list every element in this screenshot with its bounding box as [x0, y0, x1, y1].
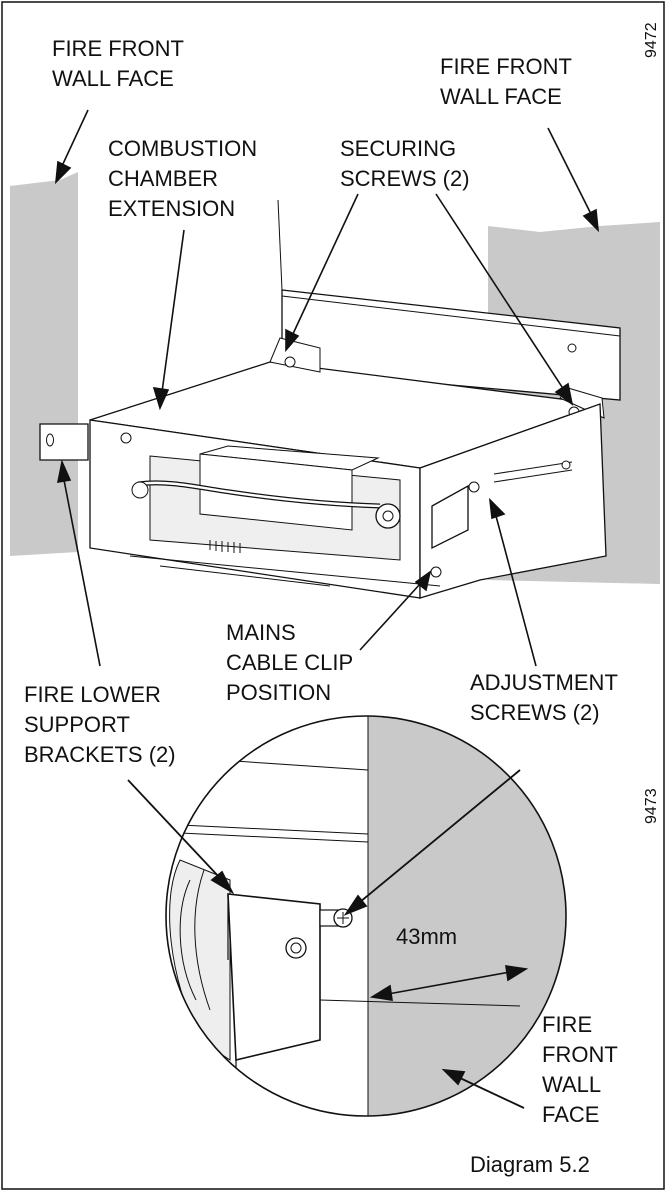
burner-tray-front [199, 453, 353, 531]
label-mains-cable-clip-position: MAINS CABLE CLIP POSITION [226, 620, 359, 705]
adjustment-slot-lower [493, 469, 573, 483]
left-support-bracket [39, 423, 89, 461]
detail-support-bracket [227, 893, 321, 1062]
leader-detail-bracket [127, 779, 221, 879]
arrow-left-wall [54, 160, 72, 185]
gas-pipe-inner [137, 481, 381, 508]
arrow-cable-clip [414, 570, 432, 592]
arrow-chamber [152, 387, 170, 411]
chamber-rear-edge [277, 199, 283, 291]
left-securing-screw-icon [284, 356, 296, 368]
label-dimension: 43mm [396, 924, 457, 949]
label-adjustment-screws: ADJUSTMENT SCREWS (2) [470, 670, 624, 725]
front-screw-icon [120, 432, 132, 444]
back-screw-icon [567, 343, 577, 353]
leader-chamber [161, 229, 185, 393]
leader-adjustment [495, 515, 537, 667]
arrow-securing-left [285, 328, 300, 353]
grille-lines [209, 540, 241, 553]
leader-detail-adjustment [359, 769, 521, 903]
chamber-side-face [419, 403, 607, 599]
arrow-adjustment [488, 497, 506, 520]
leader-securing-left [291, 193, 359, 337]
left-securing-tab [269, 337, 321, 373]
label-fire-front-wall-face-detail: FIRE FRONT WALL FACE [542, 1012, 624, 1127]
arrow-right-wall [582, 208, 600, 233]
leader-securing-right [435, 193, 565, 391]
label-combustion-chamber-extension: COMBUSTION CHAMBER EXTENSION [108, 136, 263, 221]
right-support-bracket [431, 484, 469, 550]
label-fire-lower-support-brackets: FIRE LOWER SUPPORT BRACKETS (2) [24, 682, 176, 767]
arrow-left-bracket [56, 459, 72, 483]
leader-detail-wall [459, 1077, 525, 1109]
figure-code-detail: 9473 [643, 788, 660, 824]
label-securing-screws: SECURING SCREWS (2) [340, 136, 470, 191]
arrow-detail-bracket [210, 870, 235, 895]
label-fire-front-wall-face-left: FIRE FRONT WALL FACE [52, 36, 190, 91]
leader-cable-clip [359, 583, 421, 651]
adjustment-slot [493, 461, 573, 475]
slot-screw-icon [561, 460, 571, 470]
leader-right-wall [547, 127, 593, 217]
detail-reference-line [319, 999, 521, 1007]
back-panel-edge [281, 295, 621, 337]
base-plate-edge-lower [159, 565, 331, 587]
adjustment-screw-icon [468, 481, 480, 493]
base-plate-edge [129, 555, 441, 587]
leader-left-wall [61, 109, 89, 167]
dimension-arrow [369, 965, 529, 1001]
detail-circle-outline [165, 715, 567, 1117]
arrow-securing-right [554, 382, 574, 406]
figure-code-top: 9472 [643, 22, 660, 58]
gas-valve-knob-icon [382, 510, 394, 522]
arrow-detail-wall [441, 1068, 466, 1086]
cable-clip-icon [430, 566, 442, 578]
left-bracket-hole-icon [46, 433, 54, 447]
detail-view [166, 716, 566, 1116]
arrow-detail-adjustment [343, 894, 368, 916]
diagram-caption: Diagram 5.2 [470, 1152, 590, 1177]
leader-left-bracket [63, 479, 101, 667]
pipe-fitting-icon [131, 481, 149, 499]
label-fire-front-wall-face-right: FIRE FRONT WALL FACE [440, 54, 578, 109]
